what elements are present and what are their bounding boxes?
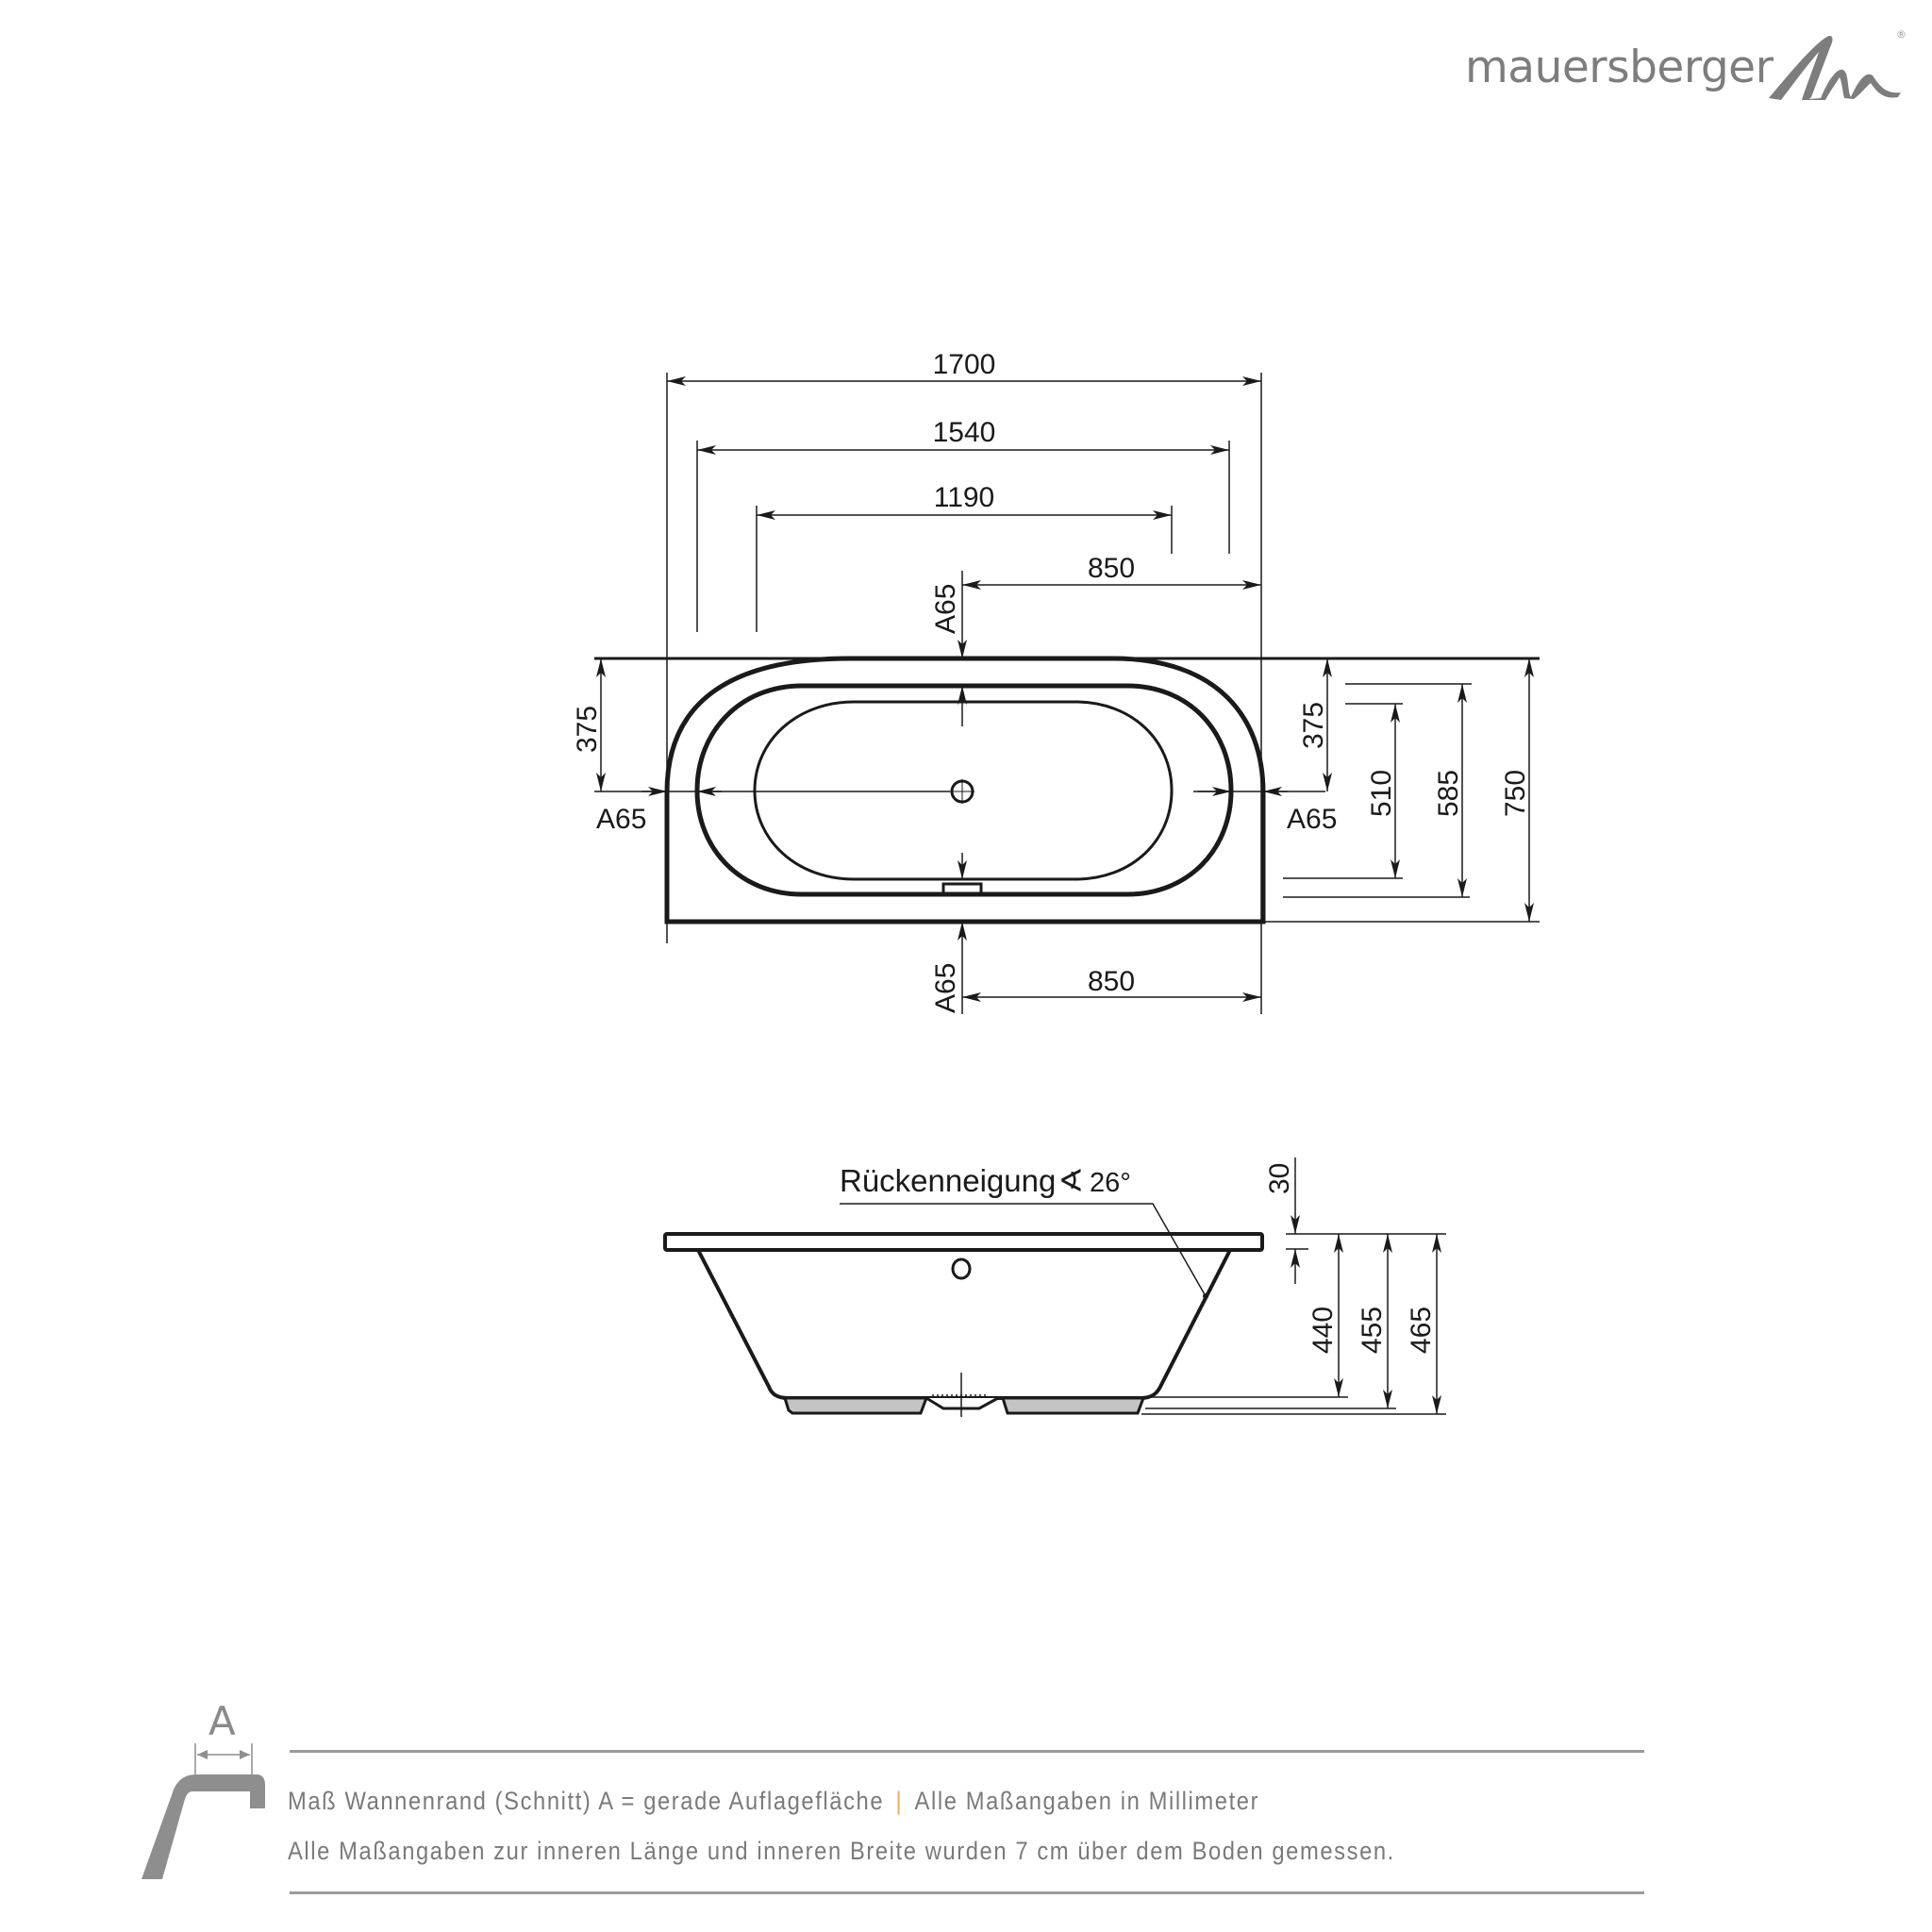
dim-750: 750	[1500, 770, 1531, 817]
profile-a-label: A	[208, 1698, 236, 1744]
dim-440: 440	[1307, 1307, 1339, 1354]
footer-line-1: Maß Wannenrand (Schnitt) A = gerade Aufl…	[288, 1787, 1259, 1816]
footer-top-rule	[290, 1750, 1644, 1753]
brand-wordmark: mauersberger	[1465, 42, 1774, 93]
dim-left-375: 375	[572, 706, 603, 753]
logo-m-icon	[1769, 36, 1901, 100]
backrest-label-text: Rückenneigung	[840, 1163, 1056, 1198]
top-view	[594, 373, 1540, 1014]
dim-right-375: 375	[1298, 702, 1329, 749]
footer-line-2: Alle Maßangaben zur inneren Länge und in…	[288, 1837, 1395, 1865]
footer-separator: |	[895, 1787, 904, 1815]
side-view	[663, 1158, 1446, 1417]
rim-label-left: A65	[596, 804, 646, 835]
dim-drain-offset-top: 850	[1088, 553, 1135, 584]
rim-label-top: A65	[930, 584, 961, 634]
footer-units-note: Alle Maßangaben in Millimeter	[914, 1787, 1260, 1815]
footer-bottom-rule	[290, 1891, 1644, 1894]
dim-inner-length-rim: 1540	[933, 417, 996, 448]
backrest-label: Rückenneigung∢26°	[840, 1163, 1131, 1198]
dim-510: 510	[1366, 770, 1397, 817]
dim-585: 585	[1433, 770, 1464, 817]
dim-drain-offset-bottom: 850	[1088, 966, 1135, 997]
dim-465: 465	[1406, 1307, 1437, 1354]
registered-mark: ®	[1896, 28, 1907, 41]
dim-inner-length-floor: 1190	[934, 482, 995, 513]
rim-profile-icon	[142, 1743, 265, 1879]
dim-rim-thickness: 30	[1264, 1163, 1295, 1194]
angle-icon: ∢	[1058, 1163, 1084, 1198]
top-view-labels: 1700 1540 1190 850 850 A65 A65 A65 A65 3…	[572, 349, 1531, 1013]
side-view-labels: Rückenneigung∢26° 30 440 455 465	[840, 1163, 1437, 1354]
rim-label-bottom: A65	[930, 963, 961, 1013]
dim-455: 455	[1357, 1307, 1388, 1354]
dim-overall-length: 1700	[933, 349, 996, 380]
footer-rim-note: Maß Wannenrand (Schnitt) A = gerade Aufl…	[288, 1787, 885, 1815]
rim-label-right: A65	[1287, 804, 1337, 835]
backrest-angle: 26°	[1090, 1168, 1131, 1198]
